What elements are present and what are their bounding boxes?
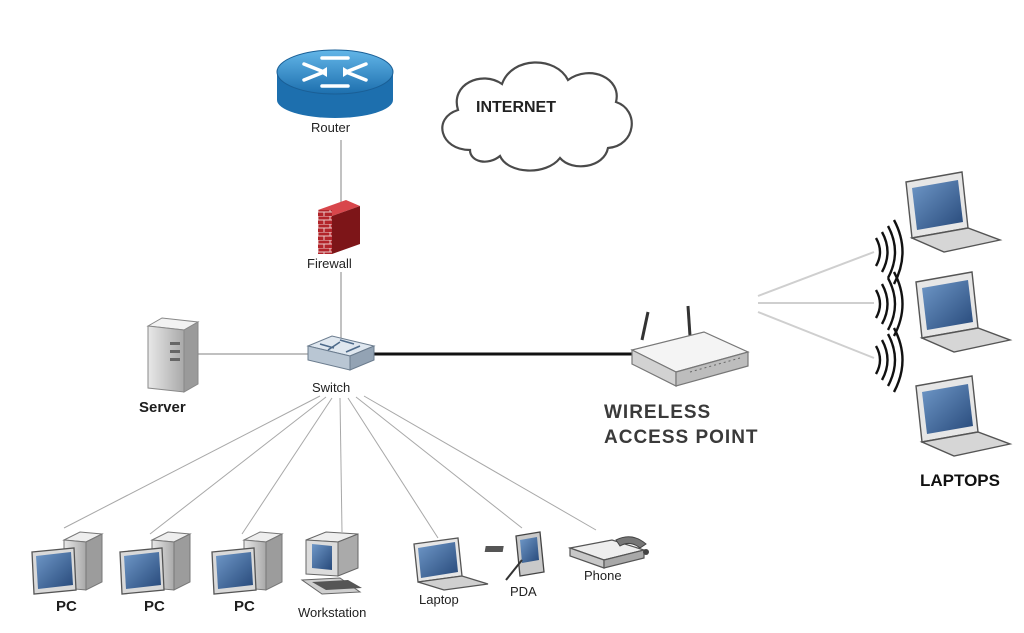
link-switch-pc1 [63, 395, 321, 529]
link-wireless-laptop1 [757, 251, 875, 297]
router-icon [276, 49, 394, 118]
laptop-icon [905, 171, 1003, 253]
link-wireless-laptop3 [757, 311, 875, 359]
links [63, 140, 875, 539]
link-switch-pc3 [241, 397, 333, 535]
laptop-label: Laptop [419, 592, 459, 607]
wireless-signal-icon [874, 327, 904, 393]
firewall-icon [318, 200, 360, 254]
pc-label: PC [144, 598, 165, 615]
phone-label: Phone [584, 568, 622, 583]
switch-icon [306, 335, 376, 371]
firewall-label: Firewall [307, 256, 352, 271]
link-switch-workstation [339, 397, 343, 533]
router-label: Router [311, 120, 351, 135]
pda-label: PDA [510, 584, 537, 599]
workstation-icon [300, 531, 362, 595]
link-switch-pc2 [149, 396, 327, 535]
wap-label-line1: WIRELESS [604, 402, 711, 423]
wireless-access-point-icon [630, 305, 750, 387]
switch-label: Switch [312, 380, 350, 395]
pc-icon [31, 531, 104, 595]
server-icon [146, 317, 200, 393]
cloud-icon [441, 61, 633, 172]
laptops-label: LAPTOPS [920, 471, 1000, 490]
pc-label: PC [234, 598, 255, 615]
wap-label-line2: ACCESS POINT [604, 427, 759, 448]
laptop-icon [915, 271, 1013, 353]
pc-icon [119, 531, 192, 595]
pc-label: PC [56, 598, 77, 615]
workstation-label: Workstation [298, 605, 366, 620]
link-switch-laptop [347, 397, 439, 539]
phone-icon [484, 536, 649, 569]
pda-icon [505, 531, 545, 581]
pc-icon [211, 531, 284, 595]
internet-label: INTERNET [476, 99, 556, 116]
wireless-signal-icon [874, 219, 904, 285]
laptop-icon [413, 537, 489, 591]
link-switch-pda [355, 396, 523, 529]
link-switch-phone [363, 395, 597, 531]
wireless-signal-icon [874, 271, 904, 337]
laptop-icon [915, 375, 1013, 457]
server-label: Server [139, 399, 186, 416]
